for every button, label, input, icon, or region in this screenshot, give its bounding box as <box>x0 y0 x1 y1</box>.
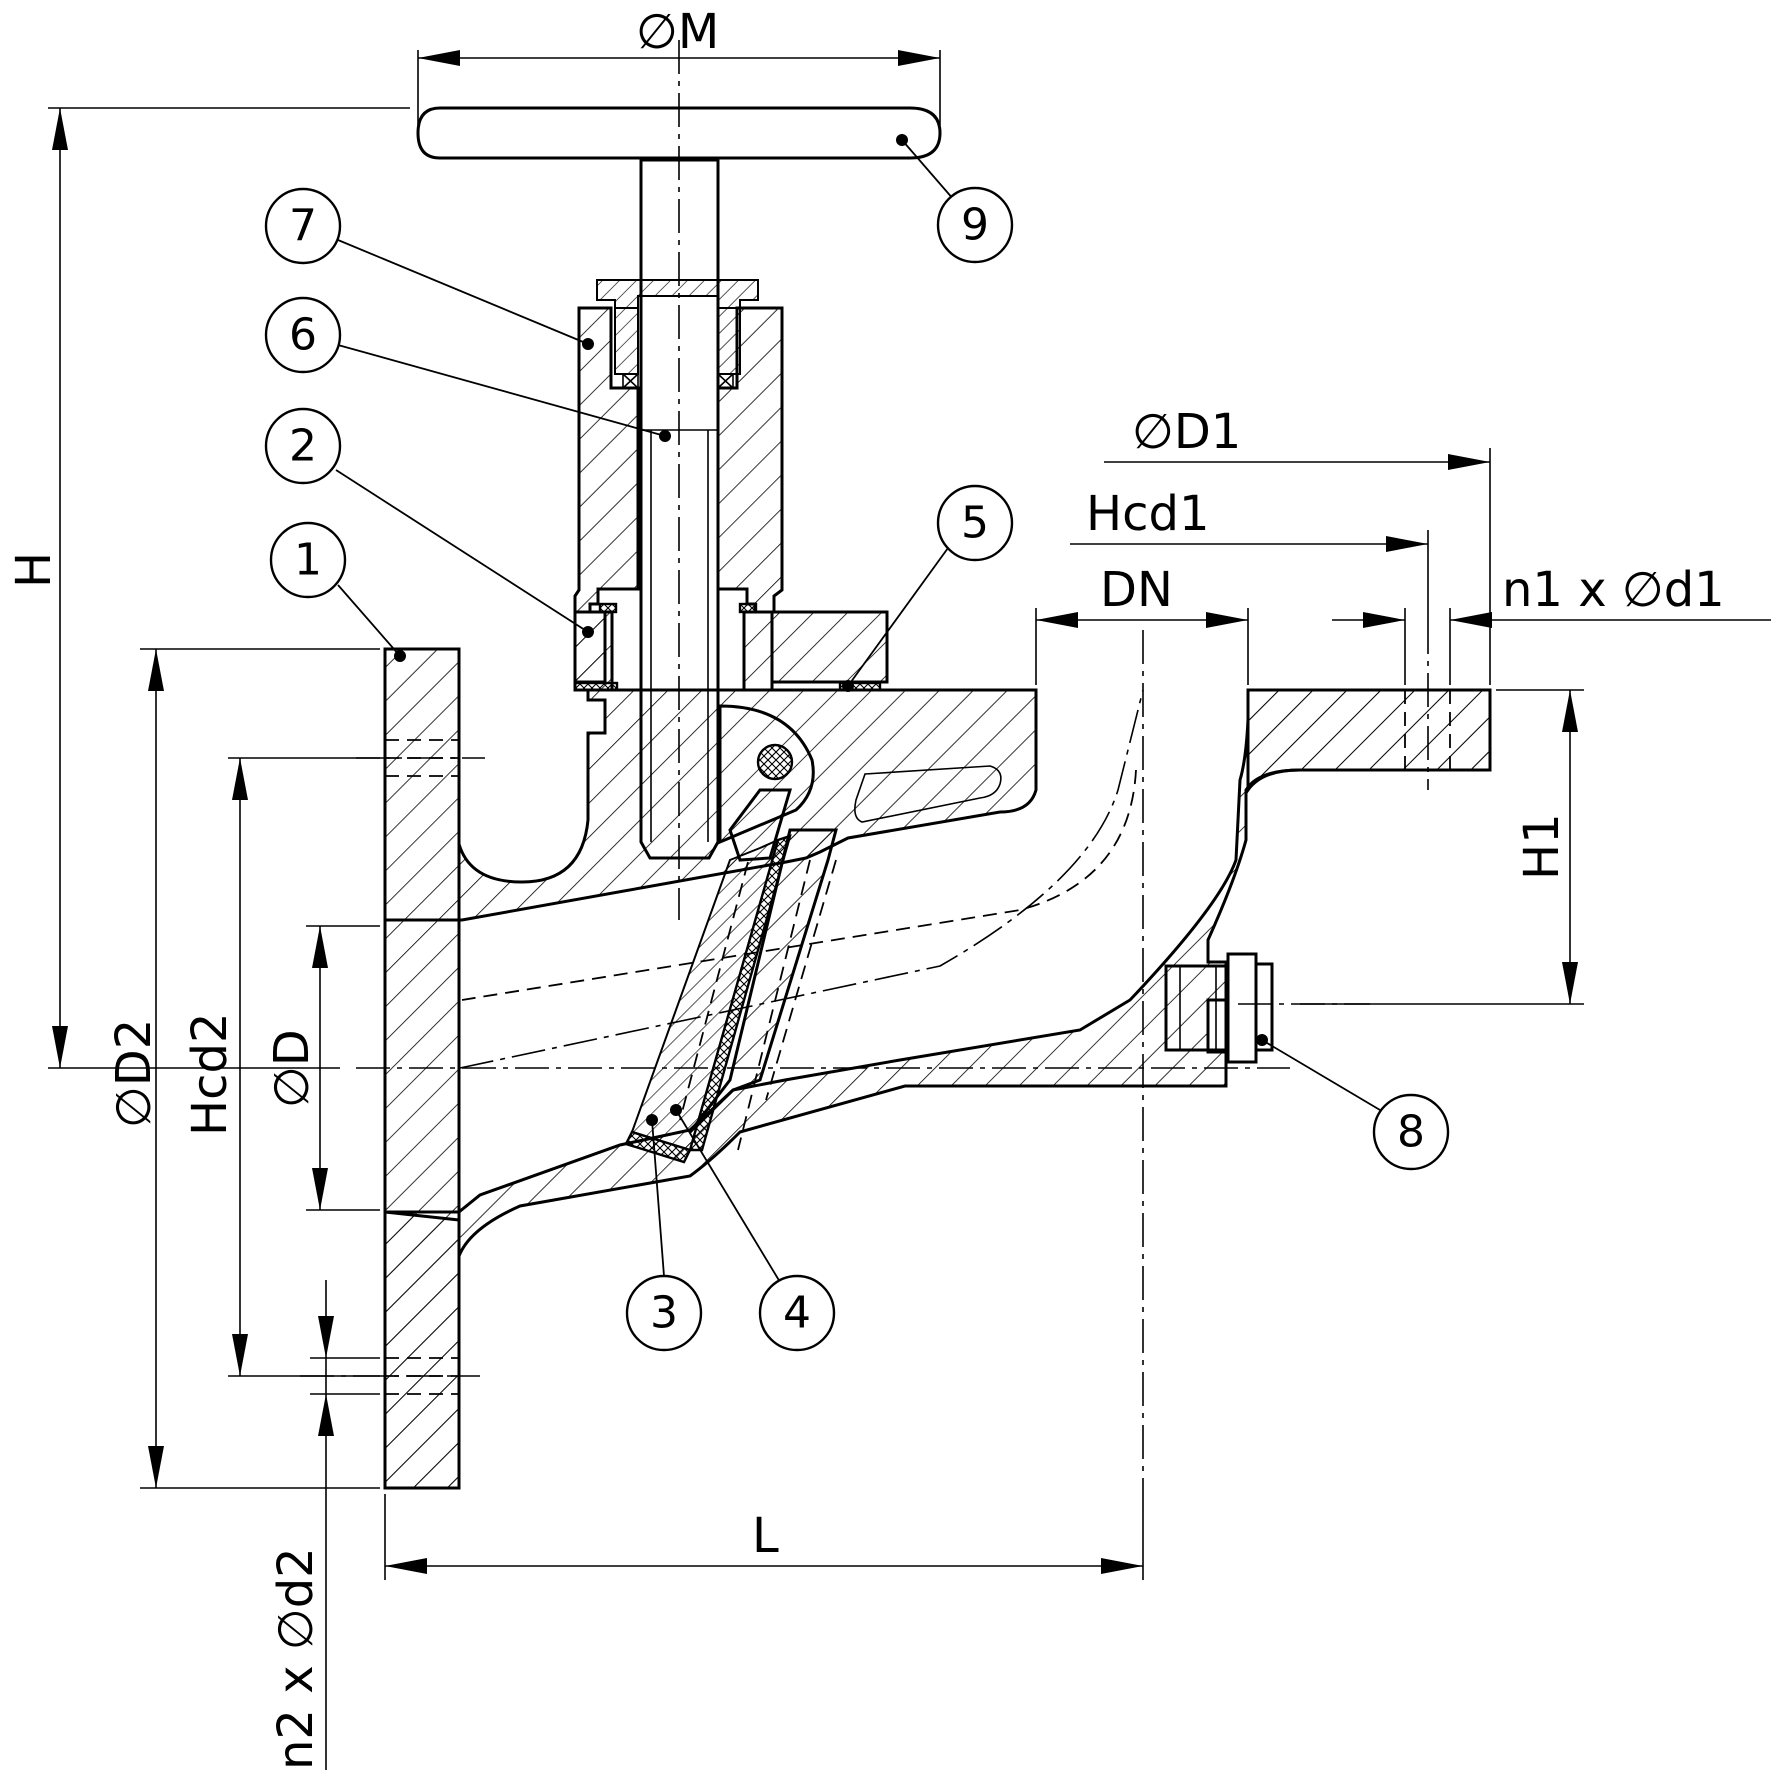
dimensions: ∅M H ∅D2 Hcd2 <box>6 4 1771 1770</box>
disc-holder <box>718 704 815 845</box>
dim-h-label: H <box>6 552 62 588</box>
callout-9: 9 <box>896 134 1014 264</box>
callout-1: 1 <box>269 521 406 662</box>
dim-hcd1: Hcd1 <box>1070 486 1429 620</box>
callout-5-label: 5 <box>961 498 989 549</box>
dim-d1: ∅D1 <box>1104 404 1491 685</box>
bonnet-housing <box>573 306 640 614</box>
valve-body <box>383 610 1492 1490</box>
dim-l: L <box>384 1494 1144 1580</box>
bonnet-flange <box>770 610 889 684</box>
callout-2-label: 2 <box>289 421 317 472</box>
callout-8-label: 8 <box>1397 1107 1425 1158</box>
dim-h1: H1 <box>1300 689 1584 1005</box>
dim-n1d1-label: n1 x ∅d1 <box>1502 562 1725 618</box>
bonnet <box>573 279 882 692</box>
dim-h: H <box>6 107 410 1069</box>
dim-m-label: ∅M <box>636 4 719 60</box>
dim-l-label: L <box>752 1508 779 1564</box>
disc-seal <box>688 834 792 1152</box>
seal-block-right <box>742 610 774 692</box>
seal-block <box>573 610 614 692</box>
callout-5: 5 <box>842 484 1014 692</box>
dim-hcd2: Hcd2 <box>182 757 380 1377</box>
dim-dn-label: DN <box>1100 562 1173 618</box>
callout-4-label: 4 <box>783 1288 811 1339</box>
hidden-lines <box>385 690 1451 1395</box>
body-lower-shell <box>457 688 1492 1257</box>
callout-2: 2 <box>264 407 594 638</box>
dim-dn: DN <box>1035 562 1249 685</box>
handwheel-bar <box>416 106 942 160</box>
callout-8: 8 <box>1256 1034 1450 1171</box>
dim-hcd2-label: Hcd2 <box>182 1013 238 1137</box>
handwheel <box>416 106 942 160</box>
disc-face <box>624 1130 692 1164</box>
dim-n2d2-label: n2 x ∅d2 <box>268 1547 324 1770</box>
callout-3-label: 3 <box>650 1288 678 1339</box>
pin <box>756 743 794 781</box>
outlet-flange <box>1246 688 1492 795</box>
dim-m: ∅M <box>417 4 941 125</box>
callout-6: 6 <box>264 296 671 442</box>
body-flange-hub <box>383 1210 461 1490</box>
callout-1-label: 1 <box>294 535 322 586</box>
dim-d: ∅D <box>264 925 380 1211</box>
callout-7-label: 7 <box>289 201 317 252</box>
dim-hcd1-label: Hcd1 <box>1086 486 1210 542</box>
dim-d1-label: ∅D1 <box>1132 404 1241 460</box>
dim-n1d1: n1 x ∅d1 <box>1332 562 1771 685</box>
callout-9-label: 9 <box>961 200 989 251</box>
callouts: 1 2 6 7 9 <box>264 134 1450 1352</box>
callout-7: 7 <box>264 187 594 350</box>
dim-d-label: ∅D <box>264 1029 320 1108</box>
gland-nut <box>596 279 759 309</box>
stem-shaft <box>639 158 720 860</box>
disc <box>624 834 792 1164</box>
packing-follower <box>614 307 639 375</box>
packing-follower-right <box>717 307 741 375</box>
dim-d2: ∅D2 <box>106 648 380 1489</box>
dim-n2d2: n2 x ∅d2 <box>268 1280 380 1770</box>
dim-h1-label: H1 <box>1514 813 1570 880</box>
dim-d2-label: ∅D2 <box>106 1019 162 1128</box>
body-slot <box>854 765 1002 823</box>
callout-6-label: 6 <box>289 310 317 361</box>
callout-4: 4 <box>670 1104 836 1352</box>
drain-plug <box>1164 952 1274 1064</box>
stem <box>639 158 815 862</box>
callout-3: 3 <box>625 1114 703 1352</box>
